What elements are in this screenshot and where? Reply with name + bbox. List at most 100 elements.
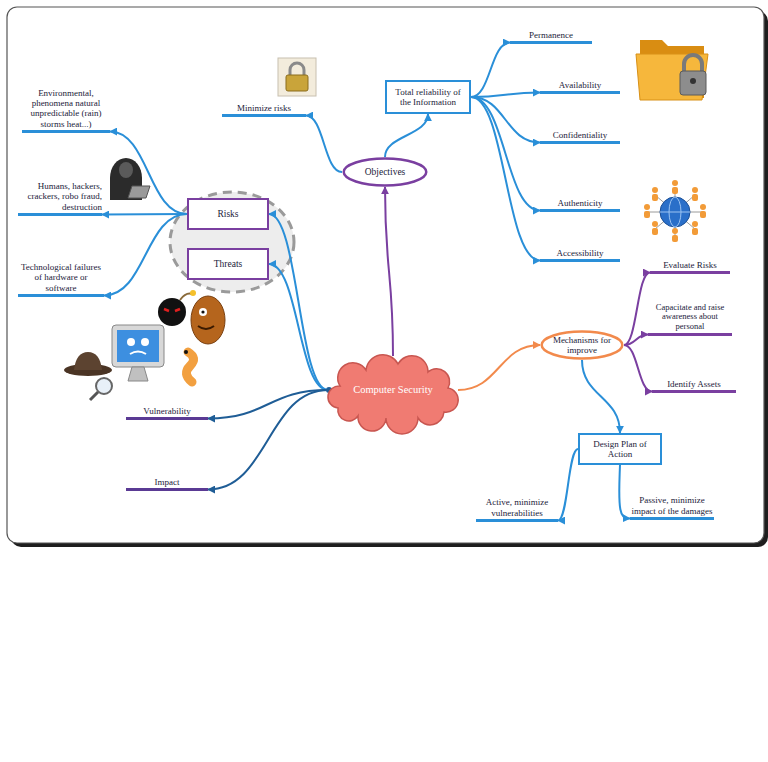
branch-connector: [558, 449, 578, 521]
bomb-spark: [190, 290, 196, 296]
cloud-shape: [328, 355, 458, 434]
ellipse-shape: [542, 332, 623, 359]
branch-label: Confidentiality: [540, 126, 620, 144]
lock-body: [286, 75, 308, 91]
person-body: [692, 228, 698, 235]
node-text: Total reliability of the Information: [390, 87, 466, 108]
icon-tile: [278, 58, 316, 96]
branch-connector: [385, 187, 393, 356]
category-box: Risks: [187, 198, 269, 230]
person-head: [700, 204, 706, 210]
node-text: Technological failures of hardware or so…: [18, 262, 104, 293]
bomb-body: [158, 298, 186, 326]
node-text: Humans, hackers, crackers, robo fraud, d…: [18, 181, 102, 212]
objective-ellipse: Objectives: [342, 157, 428, 187]
node-text: Design Plan of Action: [583, 439, 657, 460]
person-body: [672, 187, 678, 194]
branch-connector: [208, 390, 328, 419]
ellipse-shape: [344, 159, 427, 186]
node-text: Minimize risks: [222, 103, 306, 113]
node-text: Accessibility: [540, 248, 620, 258]
person-head: [644, 204, 650, 210]
node-text: Environmental, phenomena natural unpredi…: [22, 88, 110, 129]
node-text: Availability: [540, 80, 620, 90]
node-text: Passive, minimize impact of the damages: [630, 495, 714, 516]
person-body: [652, 194, 658, 201]
branch-connector: [471, 97, 540, 261]
worm-body: [186, 352, 193, 382]
node-text: Impact: [126, 477, 208, 487]
hooded-face: [119, 162, 133, 178]
branch-label: Capacitate and raise awareness about per…: [648, 298, 732, 336]
person-body: [692, 194, 698, 201]
node-text: Capacitate and raise awareness about per…: [648, 303, 732, 332]
person-head: [672, 180, 678, 186]
magnifier-handle: [90, 392, 98, 400]
monster-mouth: [198, 326, 214, 329]
branch-label: Humans, hackers, crackers, robo fraud, d…: [18, 178, 102, 216]
person-head: [652, 221, 658, 227]
branch-connector: [471, 43, 510, 98]
worm-figure: [184, 350, 194, 382]
branch-connector: [208, 390, 328, 490]
monster-figure: [191, 296, 225, 344]
folder-lock-icon: [636, 40, 708, 100]
monitor-stand: [128, 367, 148, 381]
branch-connector: [110, 132, 187, 215]
category-box: Threats: [187, 248, 269, 280]
folder-front: [636, 54, 708, 100]
person-body: [672, 235, 678, 242]
plan-box: Design Plan of Action: [578, 433, 662, 465]
goal-box: Total reliability of the Information: [385, 80, 471, 114]
person-head: [692, 221, 698, 227]
globe: [660, 197, 690, 227]
branch-connector: [471, 97, 540, 143]
branch-connector: [624, 273, 650, 346]
person-body: [644, 211, 650, 218]
branch-connector: [582, 360, 620, 433]
risk-group-ellipse: [170, 192, 294, 292]
frame: [7, 7, 764, 543]
branch-connector: [624, 335, 648, 346]
node-text: Permanence: [510, 30, 592, 40]
person-head: [652, 187, 658, 193]
branch-label: Authenticity: [540, 194, 620, 212]
branch-connector: [102, 213, 187, 216]
branch-connector: [269, 264, 328, 390]
branch-label: Passive, minimize impact of the damages: [630, 482, 714, 520]
padlock-body: [680, 71, 706, 95]
hacker-figure: [110, 158, 150, 200]
branch-label: Technological failures of hardware or so…: [18, 258, 104, 297]
node-text: Active, minimize vulnerabilities: [476, 497, 558, 518]
node-text: Identify Assets: [652, 379, 736, 389]
padlock-keyhole: [690, 78, 696, 84]
node-text: Computer Security: [338, 384, 448, 396]
node-text: Threats: [192, 259, 264, 270]
monitor-frame: [112, 325, 164, 367]
branch-connector: [306, 116, 342, 173]
magnifier-lens: [96, 378, 112, 394]
lock-icon: [278, 58, 316, 96]
node-text: Authenticity: [540, 198, 620, 208]
branch-connector: [104, 214, 187, 296]
branch-connector: [385, 114, 428, 157]
central-cloud: Computer Security: [328, 356, 458, 424]
screen-eye: [141, 338, 149, 346]
lock-shackle: [290, 63, 304, 76]
branch-connector: [624, 345, 652, 392]
person-head: [692, 187, 698, 193]
person-figures: [644, 180, 706, 242]
branch-connector: [458, 345, 540, 390]
node-text: Evaluate Risks: [650, 260, 730, 270]
screen-mouth: [130, 352, 146, 355]
mechanism-ellipse: Mechanisms for improve: [540, 330, 624, 360]
computer-figure: [112, 325, 164, 381]
monster-pupil: [201, 310, 204, 313]
node-text: Vulnerability: [126, 406, 208, 416]
node-text: Mechanisms for improve: [550, 335, 614, 356]
monster-eye: [199, 308, 207, 316]
screen-eye: [127, 338, 135, 346]
node-text: Risks: [192, 209, 264, 220]
